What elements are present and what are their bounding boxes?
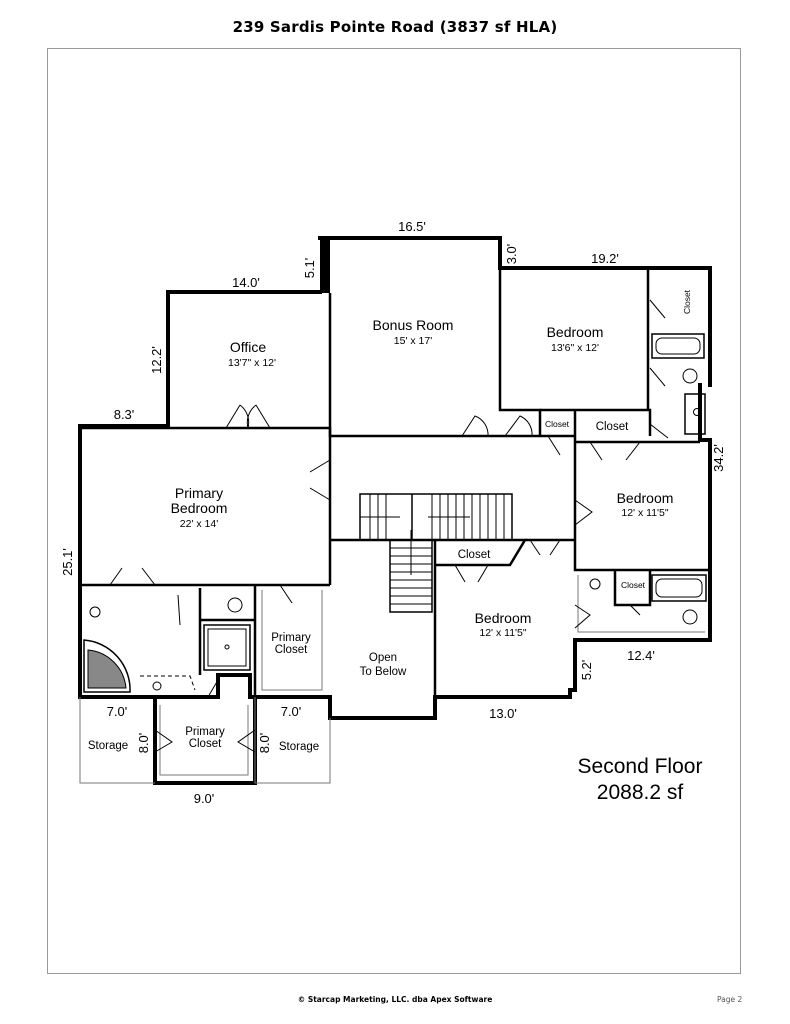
room-office-name: Office (230, 339, 267, 355)
floor-area: 2088.2 sf (596, 781, 684, 804)
fixtures (83, 333, 707, 693)
dim-top-office: 14.0' (232, 275, 260, 290)
toilet-se (682, 609, 698, 625)
dim-step-3: 3.0' (504, 244, 519, 265)
vanity-ne (684, 393, 706, 435)
room-primary-bedroom-dims: 22' x 14' (180, 518, 218, 530)
dim-bottom-bedroom: 13.0' (489, 706, 517, 721)
dim-office-side: 12.2' (149, 346, 164, 374)
bathtub-se (651, 574, 707, 602)
room-closet-main: Closet (458, 549, 491, 561)
sink-se (589, 578, 601, 590)
room-primary-bedroom-line1: Primary (175, 485, 223, 501)
room-closet-hall: Closet (596, 421, 629, 433)
exterior-walls (78, 236, 712, 785)
dim-closet-left: 8.0' (136, 733, 151, 754)
room-bedroom-e-name: Bedroom (617, 490, 674, 506)
dim-top-bedroom: 19.2' (591, 251, 619, 266)
floor-summary: Second Floor 2088.2 sf (540, 754, 740, 806)
room-closet-tall: Closet (682, 289, 692, 314)
dim-storage-right: 7.0' (281, 704, 302, 719)
page-frame (47, 48, 741, 974)
toilet-primary (227, 597, 243, 613)
room-bedroom-ne-dims: 13'6" x 12' (551, 342, 599, 354)
room-primary-closet-a-line2: Closet (275, 644, 308, 656)
room-open-below-line2: To Below (360, 666, 407, 678)
room-bedroom-ne-name: Bedroom (547, 324, 604, 340)
dim-step-5-2: 5.2' (579, 660, 594, 681)
sink-primary (89, 606, 101, 618)
room-labels: Bonus Room 15' x 17' Office 13'7" x 12' … (88, 289, 692, 753)
dim-storage-left: 7.0' (107, 704, 128, 719)
room-primary-closet-b-line1: Primary (185, 726, 225, 738)
room-bedroom-s-dims: 12' x 11'5" (479, 627, 527, 639)
doors (109, 299, 669, 753)
room-bedroom-e-dims: 12' x 11'5" (621, 507, 669, 519)
dim-top-bonus: 16.5' (398, 219, 426, 234)
shower-primary (203, 624, 251, 671)
dim-left-side: 25.1' (60, 548, 75, 576)
interior-walls (79, 268, 710, 784)
footer-page-number: Page 2 (717, 995, 743, 1004)
room-bonus-name: Bonus Room (373, 317, 454, 333)
room-primary-closet-b-line2: Closet (189, 738, 222, 750)
room-closet-small: Closet (545, 419, 570, 429)
room-bonus-dims: 15' x 17' (394, 335, 432, 347)
room-storage-right: Storage (279, 741, 319, 753)
dim-chimney: 5.1' (302, 258, 317, 279)
corner-tub (83, 639, 131, 693)
room-storage-left: Storage (88, 740, 128, 752)
dim-closet-right: 8.0' (257, 733, 272, 754)
room-closet-bath: Closet (621, 580, 646, 590)
room-office-dims: 13'7" x 12' (228, 357, 276, 369)
dim-bath-bottom: 12.4' (627, 648, 655, 663)
dim-primary-top: 8.3' (114, 407, 135, 422)
bathtub-ne (651, 333, 705, 359)
room-open-below-line1: Open (369, 652, 397, 664)
dim-closet-bottom: 9.0' (194, 791, 215, 806)
room-bedroom-s-name: Bedroom (475, 610, 532, 626)
page-title: 239 Sardis Pointe Road (3837 sf HLA) (232, 18, 558, 36)
stairs (359, 493, 513, 613)
floor-name: Second Floor (577, 755, 703, 778)
dimension-labels: 16.5' 14.0' 5.1' 3.0' 19.2' 12.2' 8.3' 3… (60, 219, 726, 806)
footer-copyright: © Starcap Marketing, LLC. dba Apex Softw… (297, 995, 493, 1004)
room-primary-closet-a-line1: Primary (271, 632, 311, 644)
toilet-ne (682, 368, 698, 384)
chimney-block (320, 238, 330, 293)
dim-right-side: 34.2' (711, 444, 726, 472)
room-primary-bedroom-line2: Bedroom (171, 500, 228, 516)
